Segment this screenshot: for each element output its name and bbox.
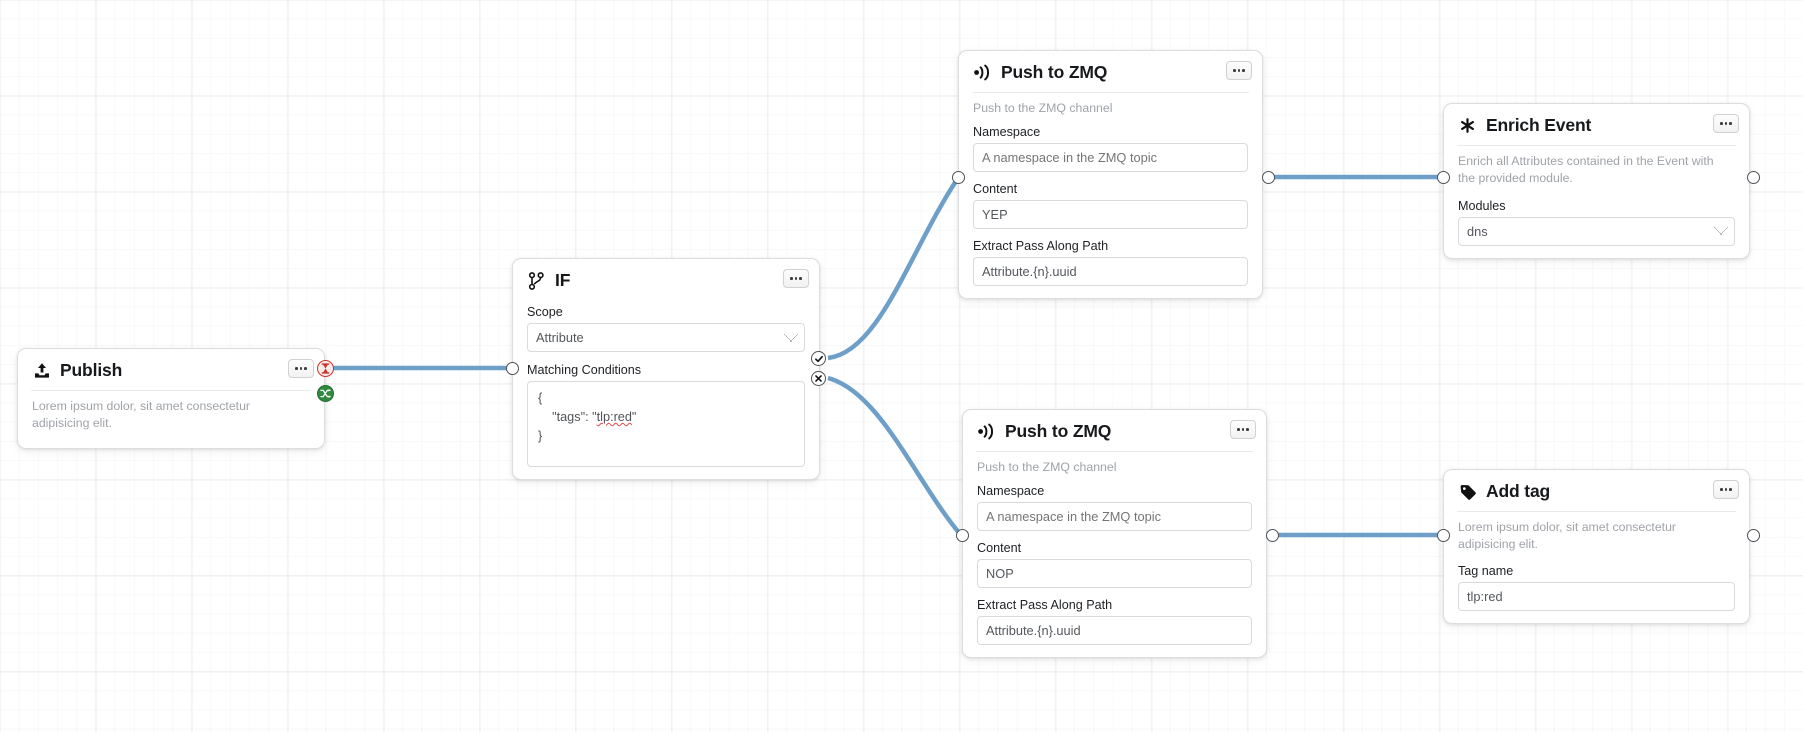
divider (976, 451, 1253, 452)
node-header: Push to ZMQ (959, 51, 1262, 92)
divider (31, 390, 311, 391)
node-menu-button[interactable] (1226, 61, 1252, 80)
x-circle-icon (815, 375, 822, 382)
field-label-namespace: Namespace (977, 484, 1045, 499)
node-add-tag[interactable]: Add tag Lorem ipsum dolor, sit amet cons… (1443, 469, 1750, 624)
field-label-scope: Scope (527, 305, 563, 319)
cond-line-2-token: tlp:red (596, 410, 632, 425)
node-title: Push to ZMQ (1005, 421, 1112, 441)
field-content: Content (963, 531, 1266, 589)
field-extract-pass-along-path: Extract Pass Along Path (959, 229, 1262, 287)
node-publish[interactable]: Publish Lorem ipsum dolor, sit amet cons… (17, 348, 325, 449)
port-zmq-top-input[interactable] (952, 171, 965, 184)
cond-line-3: } (538, 429, 543, 444)
field-namespace: Namespace (959, 120, 1262, 173)
edge-if-success-to-zmq-top (827, 176, 960, 361)
field-namespace: Namespace (963, 479, 1266, 532)
port-zmq-bottom-input[interactable] (956, 529, 969, 542)
asterisk-icon (1458, 116, 1477, 135)
field-label-extract-pass-along-path: Extract Pass Along Path (973, 239, 1109, 254)
node-description: Enrich all Attributes contained in the E… (1458, 154, 1714, 186)
node-if[interactable]: IF Scope Attribute Matching Conditions {… (512, 258, 820, 480)
code-branch-icon (527, 271, 546, 290)
port-if-output-success[interactable] (811, 351, 826, 366)
status-badge-shuffle[interactable] (317, 385, 334, 402)
field-extract-pass-along-path: Extract Pass Along Path (963, 588, 1266, 646)
cond-line-2-prefix: "tags": " (538, 410, 597, 425)
field-matching-conditions: Matching Conditions { "tags": "tlp:red" … (513, 352, 819, 467)
node-menu-button[interactable] (1230, 420, 1256, 439)
shuffle-icon (320, 389, 331, 398)
node-menu-button[interactable] (1713, 480, 1739, 499)
field-label-namespace: Namespace (973, 125, 1041, 140)
extract-pass-along-path-input[interactable] (973, 257, 1248, 287)
tag-icon (1458, 482, 1477, 501)
hourglass-error-icon (321, 363, 330, 374)
field-label-content: Content (977, 541, 1022, 556)
cond-line-2-suffix: " (631, 410, 637, 425)
edge-if-failure-to-zmq-bottom (827, 375, 962, 536)
matching-conditions-editor[interactable]: { "tags": "tlp:red" } (527, 381, 805, 467)
field-label-extract-pass-along-path: Extract Pass Along Path (977, 598, 1113, 613)
tag-name-input[interactable] (1458, 581, 1735, 611)
node-header: Publish (18, 349, 324, 390)
node-push-to-zmq-bottom[interactable]: Push to ZMQ Push to the ZMQ channel Name… (962, 409, 1267, 659)
node-menu-button[interactable] (1713, 114, 1739, 133)
port-add-tag-output[interactable] (1747, 529, 1760, 542)
content-input[interactable] (977, 559, 1252, 589)
field-content: Content (959, 172, 1262, 230)
upload-icon (32, 361, 51, 380)
cond-line-1: { (538, 391, 543, 405)
field-label-content: Content (973, 182, 1018, 197)
field-scope: Scope Attribute (513, 300, 819, 352)
node-header: Enrich Event (1444, 104, 1749, 145)
node-header: Push to ZMQ (963, 410, 1266, 451)
check-circle-icon (814, 355, 823, 362)
field-label-matching-conditions: Matching Conditions (527, 363, 642, 377)
divider (972, 92, 1249, 93)
status-badge-error[interactable] (317, 360, 334, 377)
scope-select[interactable]: Attribute (527, 323, 805, 352)
node-title: Push to ZMQ (1001, 62, 1108, 82)
port-if-input[interactable] (506, 362, 519, 375)
node-header: IF (513, 259, 819, 300)
port-add-tag-input[interactable] (1437, 529, 1450, 542)
field-modules: Modules dns (1444, 191, 1749, 246)
divider (1457, 145, 1736, 146)
node-menu-button[interactable] (783, 269, 809, 288)
node-title: Publish (60, 360, 123, 380)
port-zmq-top-output[interactable] (1262, 171, 1275, 184)
modules-select[interactable]: dns (1458, 216, 1735, 246)
node-header: Add tag (1444, 470, 1749, 511)
port-zmq-bottom-output[interactable] (1266, 529, 1279, 542)
node-push-to-zmq-top[interactable]: Push to ZMQ Push to the ZMQ channel Name… (958, 50, 1263, 300)
node-title: Add tag (1486, 481, 1551, 501)
node-description: Lorem ipsum dolor, sit amet consectetur … (32, 399, 251, 431)
node-enrich-event[interactable]: Enrich Event Enrich all Attributes conta… (1443, 103, 1750, 259)
node-title: Enrich Event (1486, 115, 1592, 135)
namespace-input[interactable] (977, 502, 1252, 532)
namespace-input[interactable] (973, 143, 1248, 173)
port-if-output-failure[interactable] (811, 371, 826, 386)
divider (1457, 511, 1736, 512)
node-title: IF (555, 270, 571, 290)
port-enrich-input[interactable] (1437, 171, 1450, 184)
field-tag-name: Tag name (1444, 557, 1749, 611)
port-enrich-output[interactable] (1747, 171, 1760, 184)
broadcast-icon (973, 63, 992, 82)
content-input[interactable] (973, 200, 1248, 230)
node-description: Push to the ZMQ channel (973, 101, 1113, 115)
node-description: Lorem ipsum dolor, sit amet consectetur … (1458, 520, 1677, 552)
field-label-modules: Modules (1458, 198, 1506, 213)
field-label-tag-name: Tag name (1458, 563, 1514, 578)
node-description: Push to the ZMQ channel (977, 460, 1117, 474)
node-menu-button[interactable] (288, 359, 314, 378)
broadcast-icon (977, 422, 996, 441)
extract-pass-along-path-input[interactable] (977, 616, 1252, 646)
